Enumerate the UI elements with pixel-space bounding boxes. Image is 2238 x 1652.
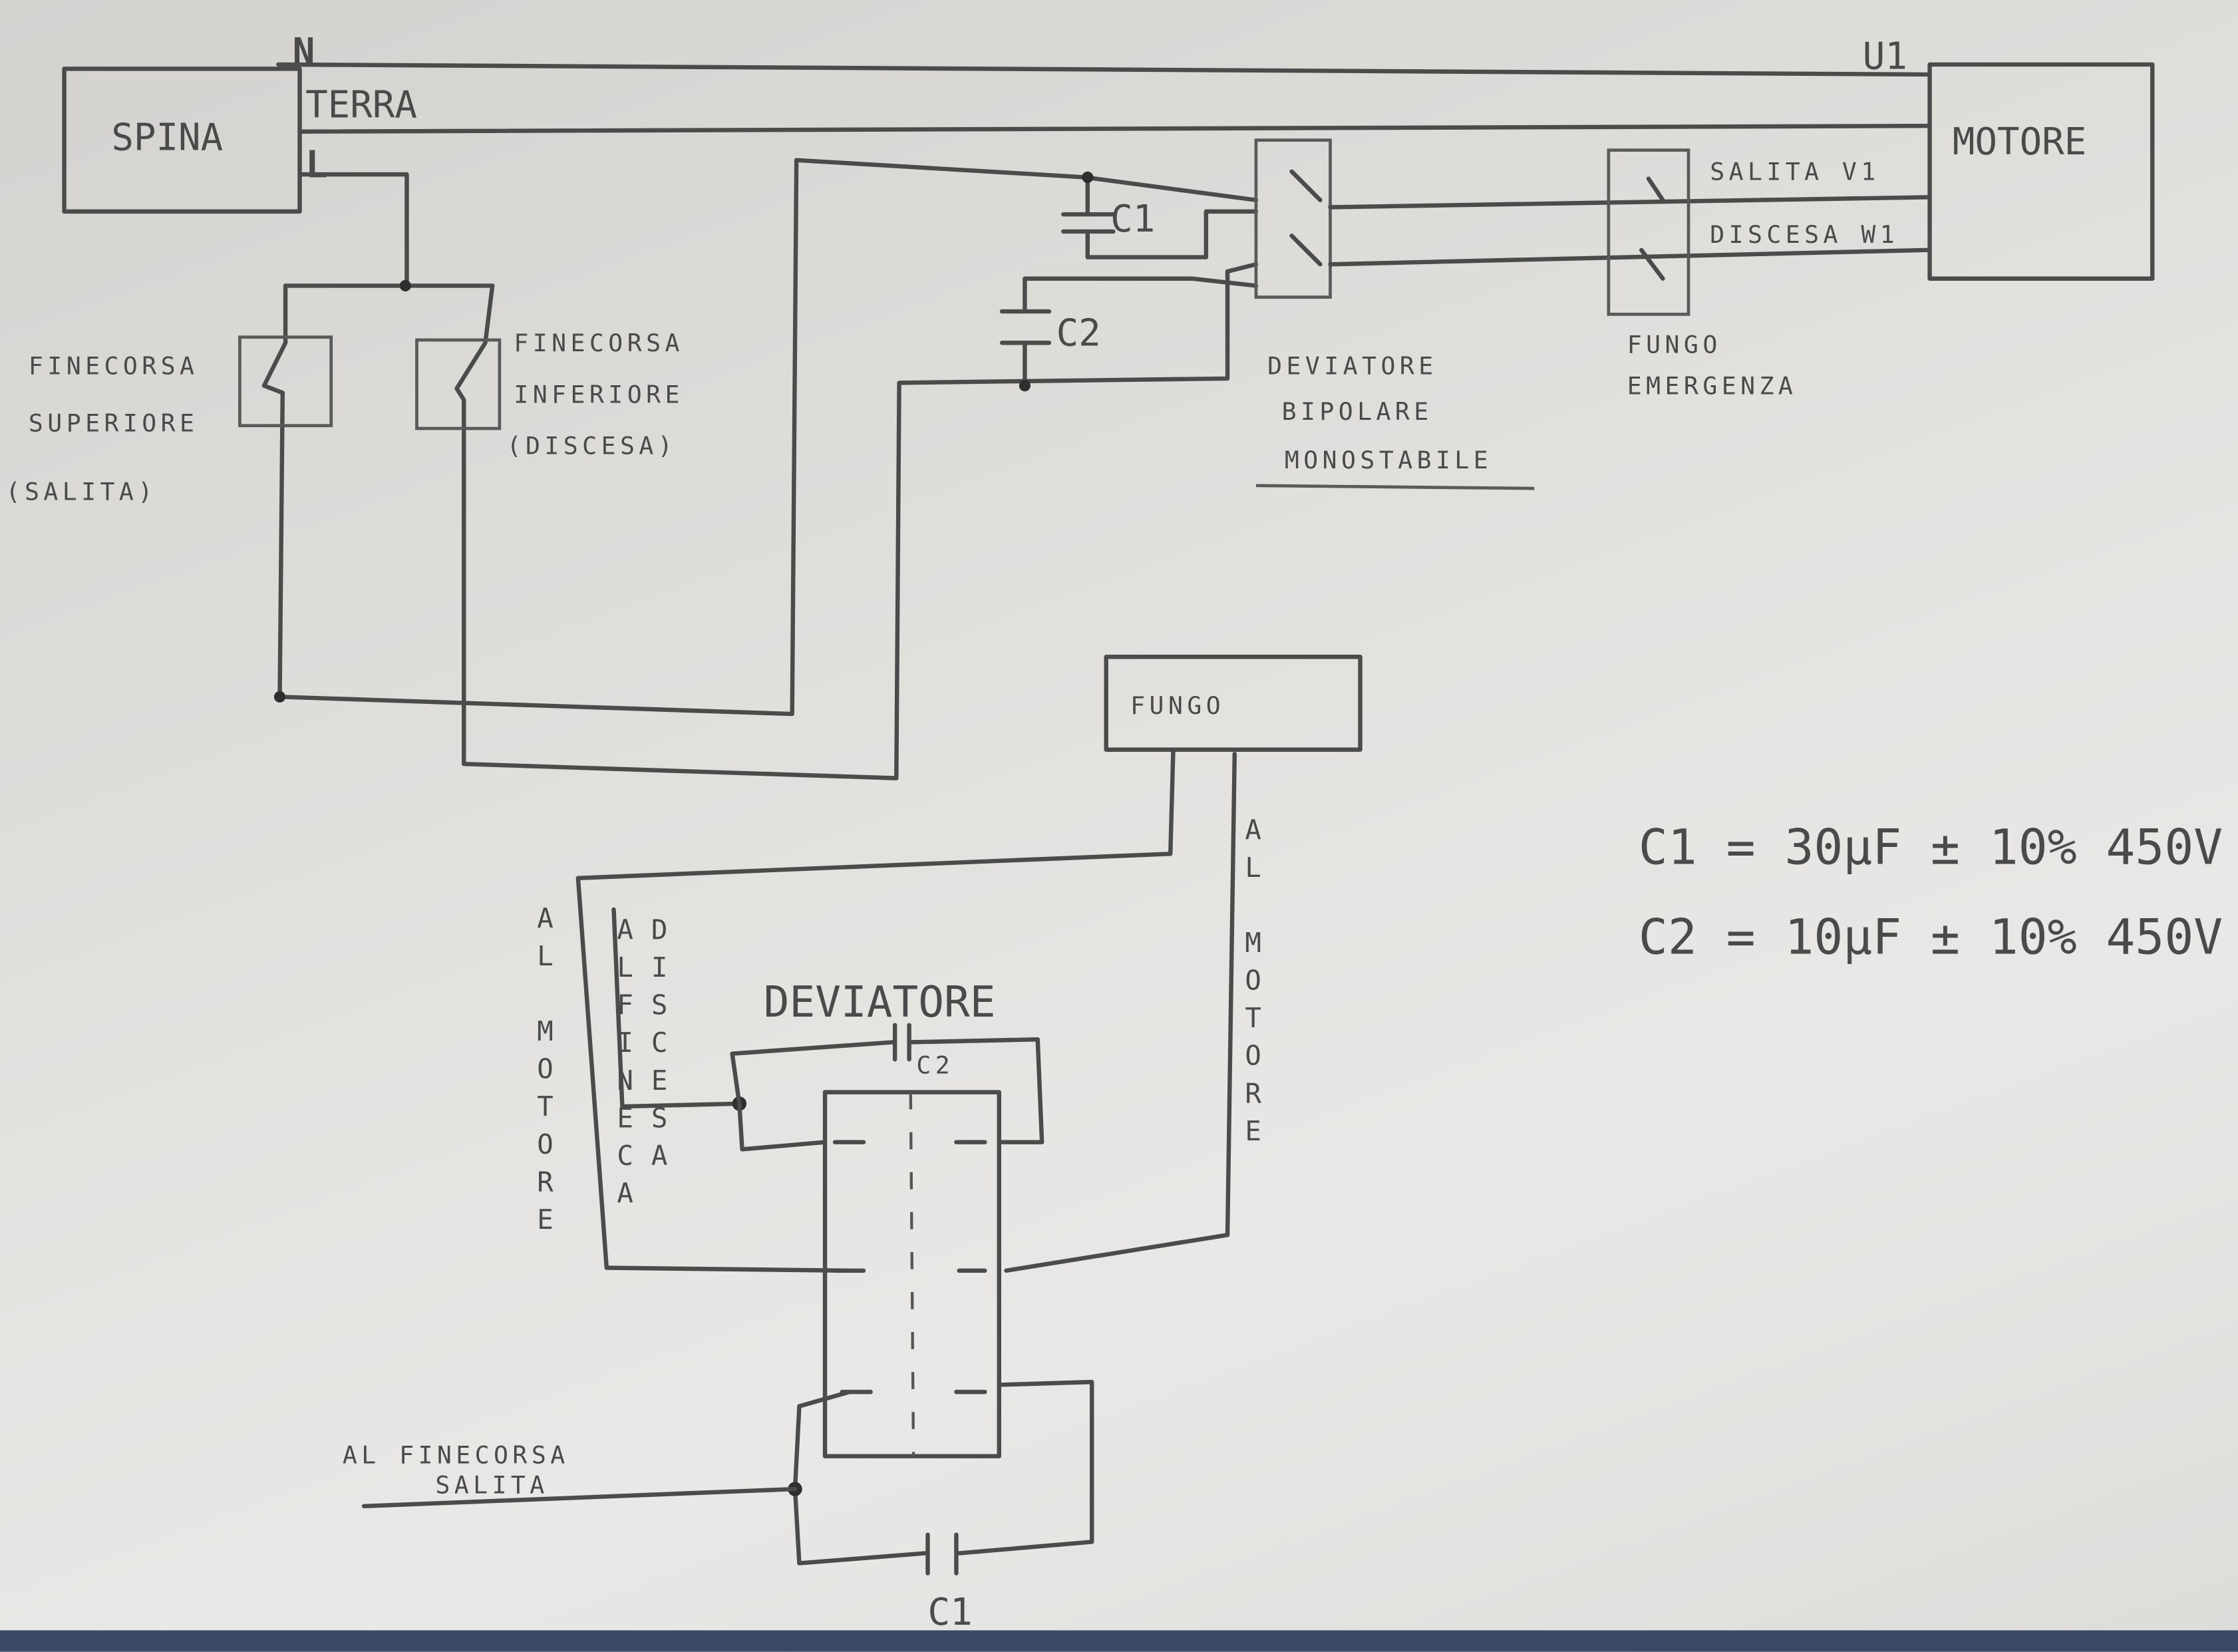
underline bbox=[1255, 484, 1535, 490]
earth-wire bbox=[297, 123, 1929, 134]
down-label: DISCESA W1 bbox=[1710, 220, 1899, 249]
c2-spec: C2 = 10µF ± 10% 450V AC bbox=[1639, 909, 2238, 966]
c2-loop-wire bbox=[730, 1037, 1044, 1152]
c1-loop-wire bbox=[792, 1379, 1094, 1566]
neutral-wire bbox=[276, 62, 1929, 77]
mushroom-box bbox=[1104, 655, 1362, 752]
c2-capacitor bbox=[999, 276, 1259, 388]
c1-capacitor-bottom bbox=[925, 1532, 959, 1575]
c1-label: C1 bbox=[1110, 198, 1155, 241]
up-wire bbox=[277, 158, 1259, 717]
to-limit-up-label-1: AL FINECORSA bbox=[343, 1440, 569, 1469]
upper-limit-label-3: (SALITA) bbox=[6, 477, 157, 506]
lower-limit-label-3: (DISCESA) bbox=[507, 432, 677, 460]
plug-box bbox=[62, 67, 302, 214]
motor-box bbox=[1927, 62, 2155, 281]
motor-u1-label: U1 bbox=[1863, 35, 1907, 78]
to-limit-down-label-b: DISCESA bbox=[643, 913, 675, 1177]
c1-bottom-label: C1 bbox=[928, 1591, 973, 1634]
line-wire bbox=[297, 172, 409, 288]
lower-limit-switch bbox=[415, 338, 502, 430]
c2-bottom-label: C2 bbox=[916, 1051, 954, 1080]
limit-down-wire bbox=[611, 907, 742, 1109]
upper-limit-switch bbox=[238, 335, 333, 428]
c2-label: C2 bbox=[1056, 312, 1101, 355]
earth-label: TERRA bbox=[305, 83, 417, 126]
junction-dot bbox=[1082, 171, 1094, 183]
upper-limit-label-2: SUPERIORE bbox=[29, 409, 199, 437]
left-motor-wire bbox=[575, 747, 1176, 1273]
switch-label-1: DEVIATORE bbox=[1267, 351, 1438, 380]
mushroom-label: FUNGO bbox=[1130, 691, 1225, 720]
upper-limit-label-1: FINECORSA bbox=[29, 351, 199, 380]
junction-dot bbox=[1019, 380, 1031, 392]
c2-capacitor-bottom bbox=[892, 1023, 911, 1062]
down-motor-wire bbox=[1328, 248, 1929, 267]
emergency-stop-box bbox=[1607, 148, 1690, 316]
lower-limit-wire bbox=[454, 283, 495, 766]
emergency-label-1: FUNGO bbox=[1627, 330, 1722, 359]
switch-label-3: MONOSTABILE bbox=[1285, 446, 1492, 474]
limit-up-wire bbox=[361, 1486, 798, 1509]
c1-spec: C1 = 30µF ± 10% 450V AC bbox=[1639, 819, 2238, 876]
deviator-label: DEVIATORE bbox=[764, 977, 996, 1027]
to-motor-right-label: AL MOTORE bbox=[1237, 814, 1269, 1152]
line-label: L bbox=[305, 143, 328, 186]
to-limit-down-label-a: ALFINECA bbox=[609, 913, 641, 1215]
neutral-label: N bbox=[293, 31, 315, 74]
up-label: SALITA V1 bbox=[1710, 158, 1880, 186]
junction-dot bbox=[273, 691, 286, 703]
down-wire bbox=[462, 262, 1259, 780]
switch-label-2: BIPOLARE bbox=[1282, 397, 1433, 426]
c1-capacitor bbox=[1061, 175, 1259, 259]
deviator-center-line bbox=[909, 1092, 915, 1456]
table-edge bbox=[0, 1630, 2238, 1652]
plug-label: SPINA bbox=[111, 116, 223, 160]
switch-contacts bbox=[1289, 169, 1323, 267]
to-limit-up-label-2: SALITA bbox=[435, 1470, 548, 1499]
right-motor-wire bbox=[1004, 751, 1237, 1273]
to-motor-left-label: AL MOTORE bbox=[530, 902, 561, 1241]
bipolar-switch-box bbox=[1254, 138, 1332, 299]
upper-limit-wire bbox=[261, 283, 288, 699]
lower-limit-label-1: FINECORSA bbox=[514, 329, 684, 357]
junction-dot bbox=[399, 279, 411, 292]
lower-limit-label-2: INFERIORE bbox=[514, 380, 684, 409]
motor-label: MOTORE bbox=[1953, 120, 2086, 164]
deviator-contacts bbox=[832, 1140, 987, 1395]
up-motor-wire bbox=[1328, 195, 1929, 210]
emergency-label-2: EMERGENZA bbox=[1627, 372, 1798, 401]
emergency-contacts bbox=[1639, 176, 1665, 281]
